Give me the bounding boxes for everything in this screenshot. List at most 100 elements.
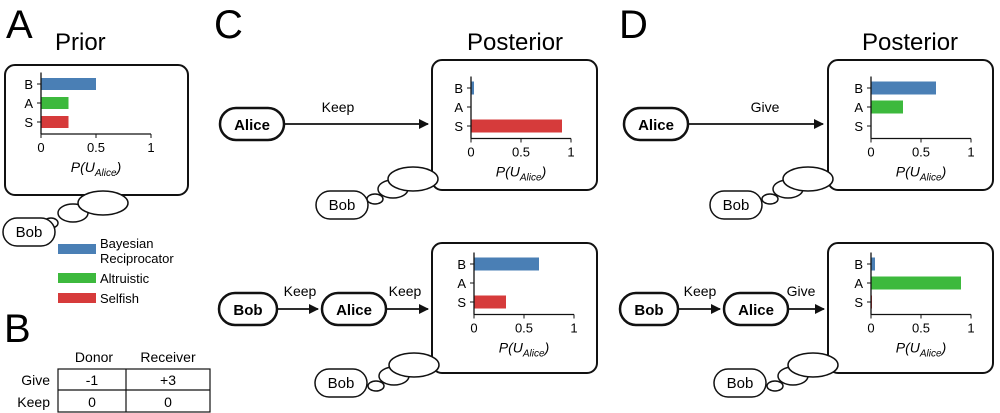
category-label-s: S [854,295,863,310]
node-alice-label: Alice [738,302,774,319]
table-header-donor: Donor [75,349,113,365]
x-tick-label: 1 [567,145,574,160]
category-label-b: B [24,77,33,92]
thought-bubble-d-bottom: Bob [713,352,839,398]
table-cell-give-receiver: +3 [160,372,176,388]
x-axis-label: P(UAlice) [896,164,946,184]
category-label-b: B [457,257,466,272]
table-header-receiver: Receiver [140,349,196,365]
x-tick-label: 1 [967,321,974,336]
category-label-s: S [24,115,33,130]
action-label-keep: Keep [284,283,317,299]
action-label-give: Give [787,283,816,299]
node-alice-label: Alice [336,302,372,319]
table-row-label-keep: Keep [17,394,50,410]
node-alice-label: Alice [638,117,674,134]
x-tick-label: 0 [37,140,44,155]
category-label-s: S [454,119,463,134]
category-label-a: A [854,100,863,115]
x-tick-label: 1 [967,145,974,160]
x-tick-label: 0.5 [912,145,930,160]
thought-bubble-d-top: Bob [709,166,834,220]
posterior-title-c: Posterior [467,29,563,56]
category-label-a: A [457,276,466,291]
x-tick-label: 0.5 [87,140,105,155]
category-label-a: A [454,100,463,115]
category-label-s: S [457,295,466,310]
bob-label-a: Bob [16,224,43,241]
table-cell-give-donor: -1 [86,372,99,388]
chart-box-d-bottom [827,242,994,374]
x-tick-label: 0 [867,145,874,160]
bar-a [871,100,903,114]
legend-swatch-selfish [58,293,96,303]
node-bob-label: Bob [233,302,262,319]
bar-a [871,276,961,290]
x-tick-label: 0.5 [912,321,930,336]
chart-box-c-bottom [431,242,598,374]
prior-title: Prior [55,29,106,56]
thought-bubble-c-bottom: Bob [314,352,440,398]
action-label-keep: Keep [684,283,717,299]
category-label-b: B [854,81,863,96]
bar-b [471,81,474,95]
category-label-b: B [854,257,863,272]
x-tick-label: 0.5 [515,321,533,336]
x-tick-label: 0.5 [512,145,530,160]
category-label-b: B [454,81,463,96]
legend-label-selfish: Selfish [100,291,139,306]
thought-bubble-a: Bob [2,190,129,247]
node-bob-label: Bob [634,302,663,319]
legend-label-bayesian-1: Bayesian [100,236,153,251]
bob-thought-label: Bob [329,197,356,214]
chart-box-c-top [431,59,598,191]
table-cell-keep-donor: 0 [88,394,96,410]
x-axis-label: P(UAlice) [496,164,546,184]
x-tick-label: 1 [147,140,154,155]
bar-b [871,81,936,95]
node-alice-label: Alice [234,117,270,134]
bar-s [474,295,506,309]
action-label-give: Give [751,99,780,115]
bar-a [41,97,69,109]
table-cell-keep-receiver: 0 [164,394,172,410]
bob-thought-label: Bob [727,375,754,392]
chart-box-d-top [827,59,994,191]
panel-letter-c: C [214,3,243,47]
category-label-s: S [854,119,863,134]
x-tick-label: 0 [467,145,474,160]
x-axis-label: P(UAlice) [71,159,121,179]
table-row-label-give: Give [21,372,50,388]
action-label-keep: Keep [389,283,422,299]
bob-bubble-a [2,217,56,247]
x-tick-label: 0 [470,321,477,336]
x-tick-label: 0 [867,321,874,336]
thought-bubble-c-top: Bob [315,166,439,220]
legend: Bayesian Reciprocator Altruistic Selfish [58,236,174,306]
x-axis-label: P(UAlice) [896,340,946,360]
bar-b [871,257,875,271]
bar-s [471,119,562,133]
legend-label-bayesian-2: Reciprocator [100,251,174,266]
bob-thought-label: Bob [723,197,750,214]
bar-s [41,116,69,128]
category-label-a: A [854,276,863,291]
bar-b [41,78,96,90]
bar-b [474,257,539,271]
x-tick-label: 1 [570,321,577,336]
legend-swatch-altruistic [58,273,96,283]
x-axis-label: P(UAlice) [499,340,549,360]
panel-letter-d: D [619,3,648,47]
panel-letter-a: A [6,3,33,47]
legend-swatch-bayesian [58,244,96,254]
posterior-title-d: Posterior [862,29,958,56]
action-label-keep: Keep [322,99,355,115]
category-label-a: A [24,96,33,111]
bob-thought-label: Bob [328,375,355,392]
panel-letter-b: B [4,307,31,351]
